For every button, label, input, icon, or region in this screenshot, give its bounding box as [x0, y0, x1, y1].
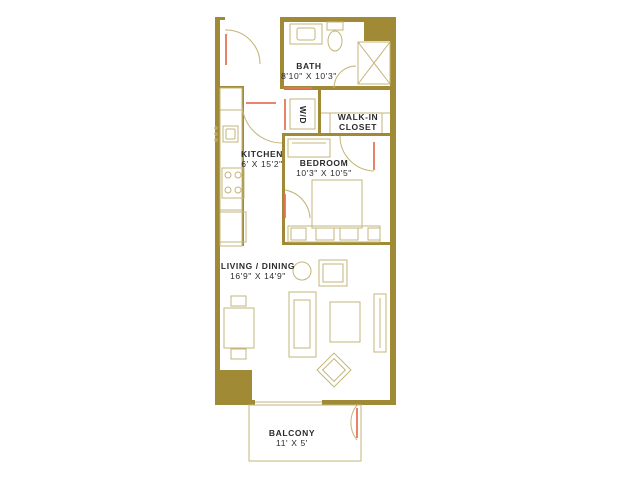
washer-dryer-text: W/D: [298, 105, 308, 125]
room-label-walk-in-closet: WALK-IN CLOSET: [332, 112, 384, 132]
bath-name: BATH: [296, 61, 322, 71]
fixtures: [214, 21, 391, 462]
walk-in-closet-line1: WALK-IN: [337, 112, 379, 122]
room-label-bath: BATH 8'10" X 10'3": [275, 61, 343, 81]
walk-in-closet-line2: CLOSET: [338, 122, 378, 132]
room-label-bedroom: BEDROOM 10'3" X 10'5": [290, 158, 358, 178]
living-dining-name: LIVING / DINING: [220, 261, 296, 271]
balcony-dims: 11' X 5': [276, 438, 308, 448]
balcony-name: BALCONY: [268, 428, 316, 438]
kitchen-dims: 6' X 15'2": [241, 159, 283, 169]
interior-walls: [220, 17, 392, 246]
kitchen-name: KITCHEN: [241, 149, 283, 159]
living-dining-dims: 16'9" X 14'9": [230, 271, 286, 281]
door-accents: [225, 34, 375, 438]
room-label-balcony: BALCONY 11' X 5': [262, 428, 322, 448]
room-label-living-dining: LIVING / DINING 16'9" X 14'9": [220, 261, 296, 281]
bedroom-dims: 10'3" X 10'5": [296, 168, 352, 178]
bath-dims: 8'10" X 10'3": [281, 71, 337, 81]
bedroom-name: BEDROOM: [299, 158, 349, 168]
exterior-walls: [215, 17, 396, 405]
washer-dryer-label: W/D: [298, 104, 308, 126]
room-label-kitchen: KITCHEN 6' X 15'2": [240, 149, 284, 169]
